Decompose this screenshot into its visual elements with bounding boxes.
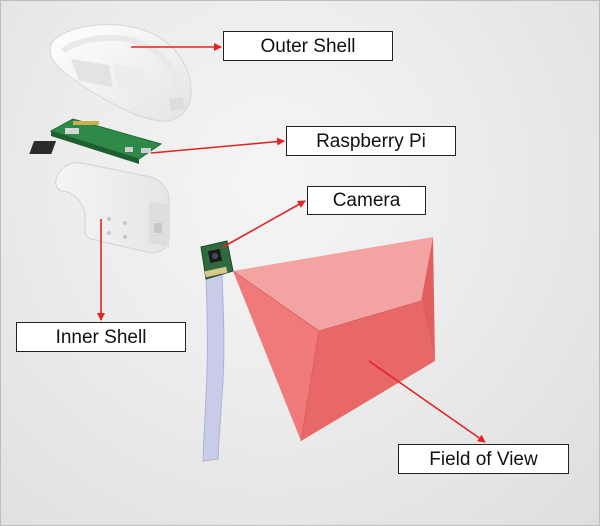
arrows (97, 43, 486, 443)
arrow-field-of-view (368, 360, 486, 443)
arrow-raspberry-pi (150, 137, 285, 154)
label-outer-shell: Outer Shell (223, 31, 393, 61)
inner-shell-part (55, 162, 170, 254)
label-raspberry-pi: Raspberry Pi (286, 126, 456, 156)
label-field-of-view: Field of View (398, 444, 569, 474)
label-inner-shell: Inner Shell (16, 322, 186, 352)
field-of-view-prism (232, 237, 435, 442)
ribbon-cable (202, 274, 225, 462)
outer-shell-part (49, 24, 192, 122)
arrow-camera (222, 200, 306, 248)
camera-module (200, 240, 234, 280)
raspberry-pi-board (29, 118, 163, 164)
label-camera: Camera (307, 186, 426, 215)
